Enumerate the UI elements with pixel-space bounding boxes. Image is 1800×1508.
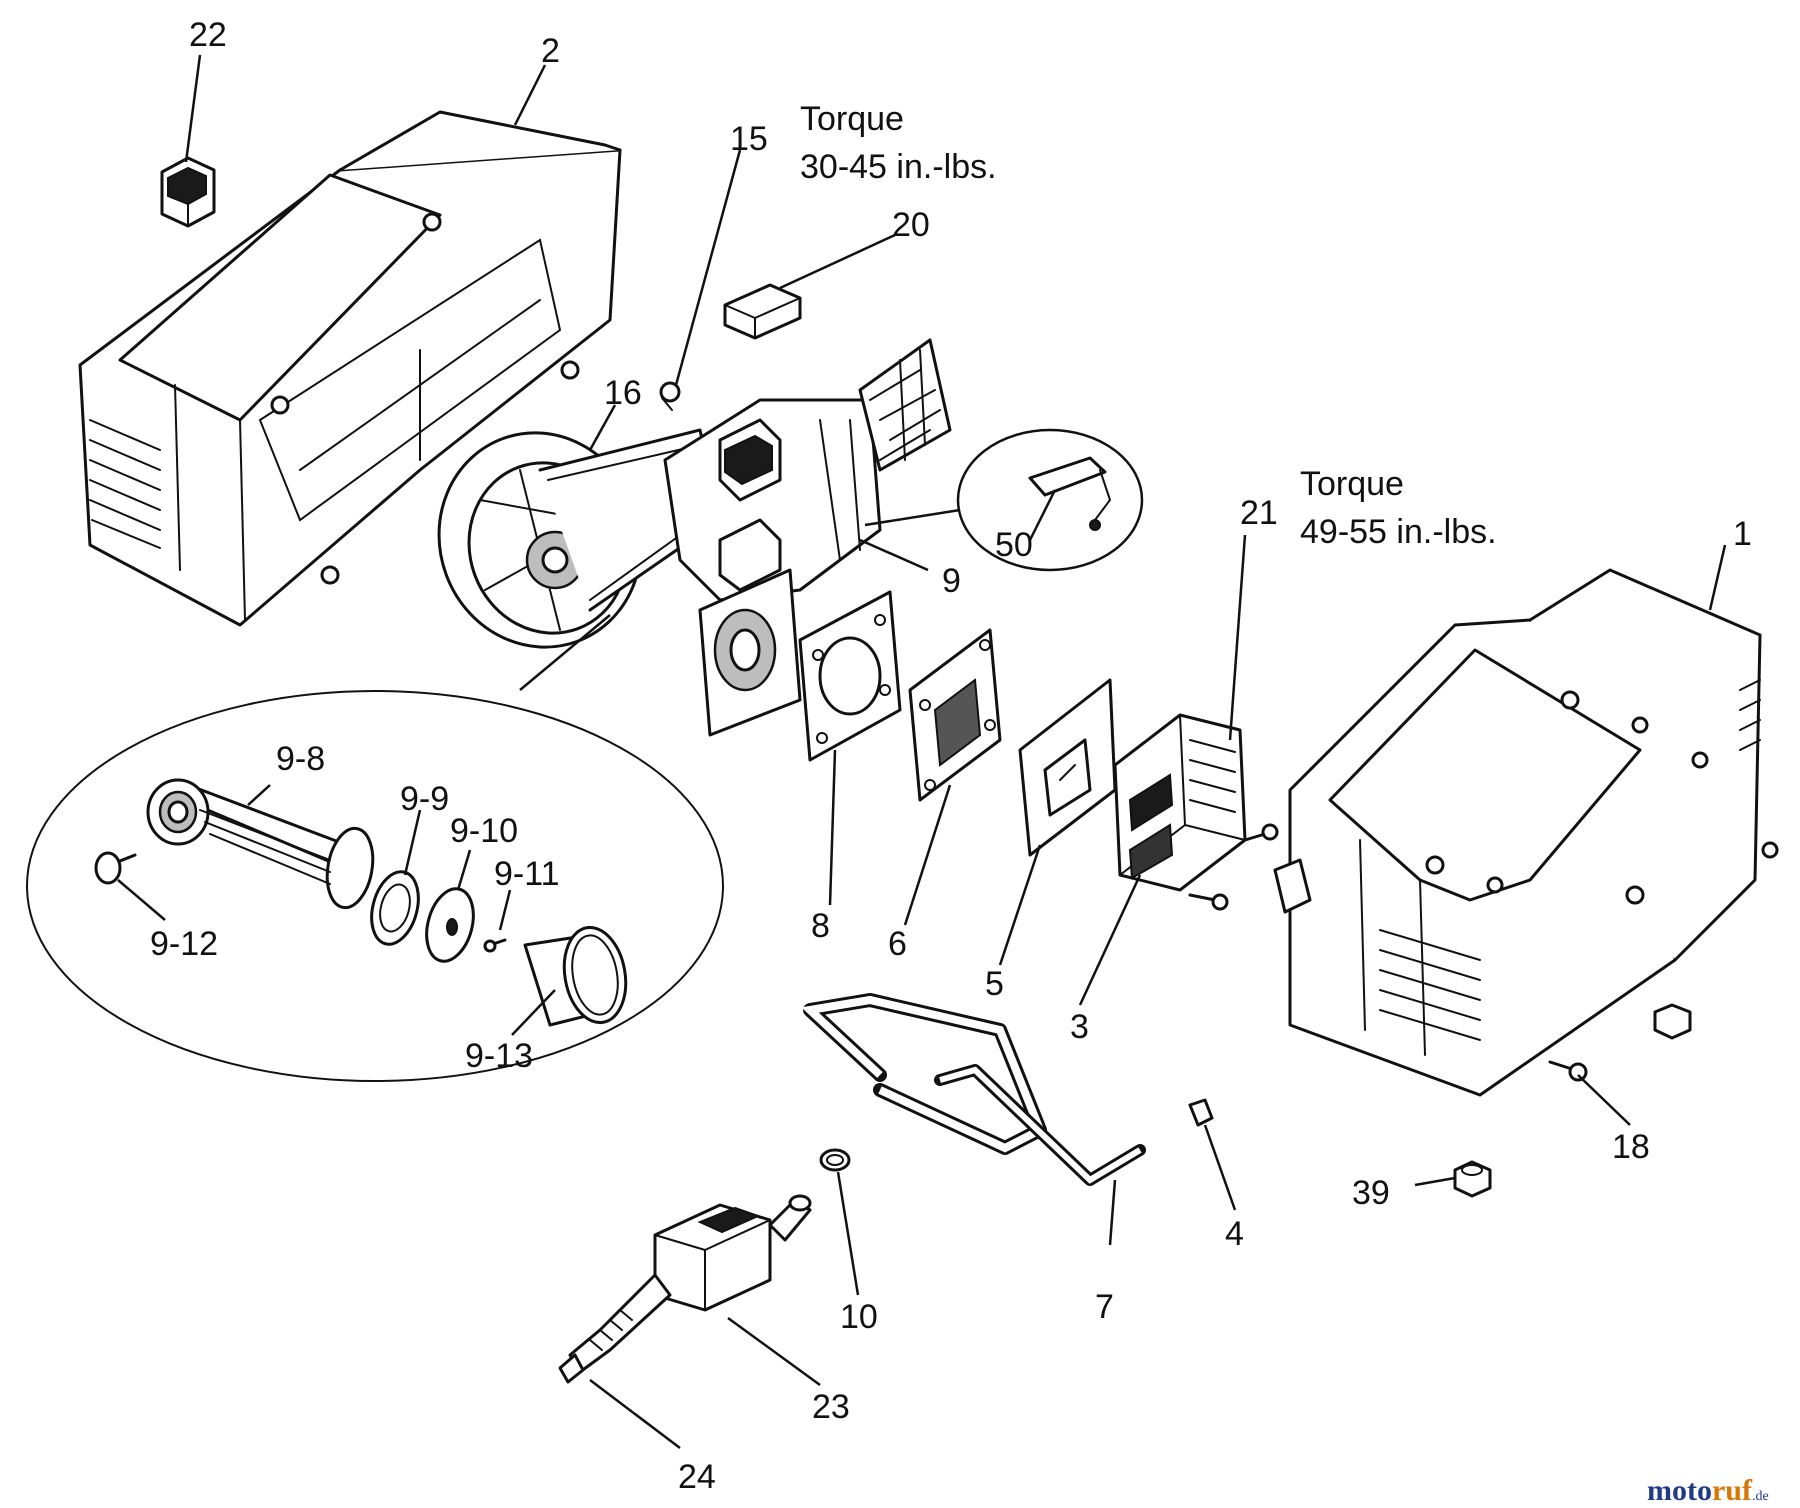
cooling-fan [858,338,952,472]
part-21-head-bolts[interactable] [1188,823,1279,911]
label-9-10: 9-10 [450,812,518,850]
part-9-9-ring[interactable] [364,867,426,950]
rubber-foot-right [1653,1003,1692,1040]
part-10-clamp[interactable] [819,1148,851,1172]
label-20: 20 [892,206,930,244]
label-9-8: 9-8 [276,740,325,778]
part-8-gasket[interactable] [798,590,902,762]
label-9-12: 9-12 [150,925,218,963]
label-39: 39 [1352,1174,1390,1212]
label-18: 18 [1612,1128,1650,1166]
label-5: 5 [985,965,1004,1003]
detail-callout-ellipse [26,614,724,1082]
label-3: 3 [1070,1008,1089,1046]
part-3-cylinder-head[interactable] [1113,713,1247,892]
vent-slots-left [89,419,161,549]
torque-note-top: Torque 30-45 in.-lbs. [800,100,997,186]
svg-text:49-55 in.-lbs.: 49-55 in.-lbs. [1300,513,1497,551]
label-50: 50 [995,526,1033,564]
part-1-front-shroud[interactable] [1273,568,1779,1097]
part-9-pump-assembly[interactable] [663,338,952,737]
part-22-switch[interactable] [160,156,216,228]
label-16: 16 [604,374,642,412]
part-7-tube[interactable] [801,993,1146,1186]
part-9-8-connecting-rod[interactable] [146,778,379,911]
part-18-screw[interactable] [1548,1060,1588,1082]
svg-text:motoruf.de: motoruf.de [1647,1474,1769,1507]
label-9-9: 9-9 [400,780,449,818]
label-9: 9 [942,562,961,600]
part-24-coupler[interactable] [558,1273,672,1384]
svg-text:Torque: Torque [800,100,904,138]
part-5-head-gasket[interactable] [1018,678,1117,857]
label-8: 8 [811,907,830,945]
label-10: 10 [840,1298,878,1336]
label-15: 15 [730,120,768,158]
part-2-rear-shroud[interactable] [78,110,622,627]
label-22: 22 [189,16,227,54]
part-15-screw[interactable] [659,381,681,411]
label-2: 2 [541,32,560,70]
part-20-filter[interactable] [723,283,802,340]
part-9-11-screw[interactable] [483,938,507,953]
part-23-valve-block[interactable] [653,1194,812,1312]
label-4: 4 [1225,1215,1244,1253]
part-16-pulley[interactable] [409,404,722,675]
part-labels: 22 2 15 20 16 9 50 21 1 8 6 5 3 18 39 4 … [150,16,1752,1496]
label-24: 24 [678,1458,716,1496]
label-6: 6 [888,925,907,963]
svg-text:30-45 in.-lbs.: 30-45 in.-lbs. [800,148,997,186]
label-7: 7 [1095,1288,1114,1326]
label-21: 21 [1240,494,1278,532]
part-9-12-screw[interactable] [94,851,137,885]
vent-slots-right [1379,679,1761,1041]
label-9-13: 9-13 [465,1037,533,1075]
watermark-logo: motoruf.de [1647,1474,1769,1507]
leader-lines [117,54,1727,1449]
part-39-rubber-foot[interactable] [1453,1160,1492,1198]
svg-text:Torque: Torque [1300,465,1404,503]
part-9-13-cylinder-sleeve[interactable] [523,923,633,1028]
label-23: 23 [812,1388,850,1426]
part-4-clip[interactable] [1188,1098,1214,1127]
label-1: 1 [1733,515,1752,553]
part-9-10-washer[interactable] [419,884,481,967]
part-6-valve-plate[interactable] [908,628,1002,802]
torque-note-right: Torque 49-55 in.-lbs. [1300,465,1497,551]
label-9-11: 9-11 [494,855,560,893]
